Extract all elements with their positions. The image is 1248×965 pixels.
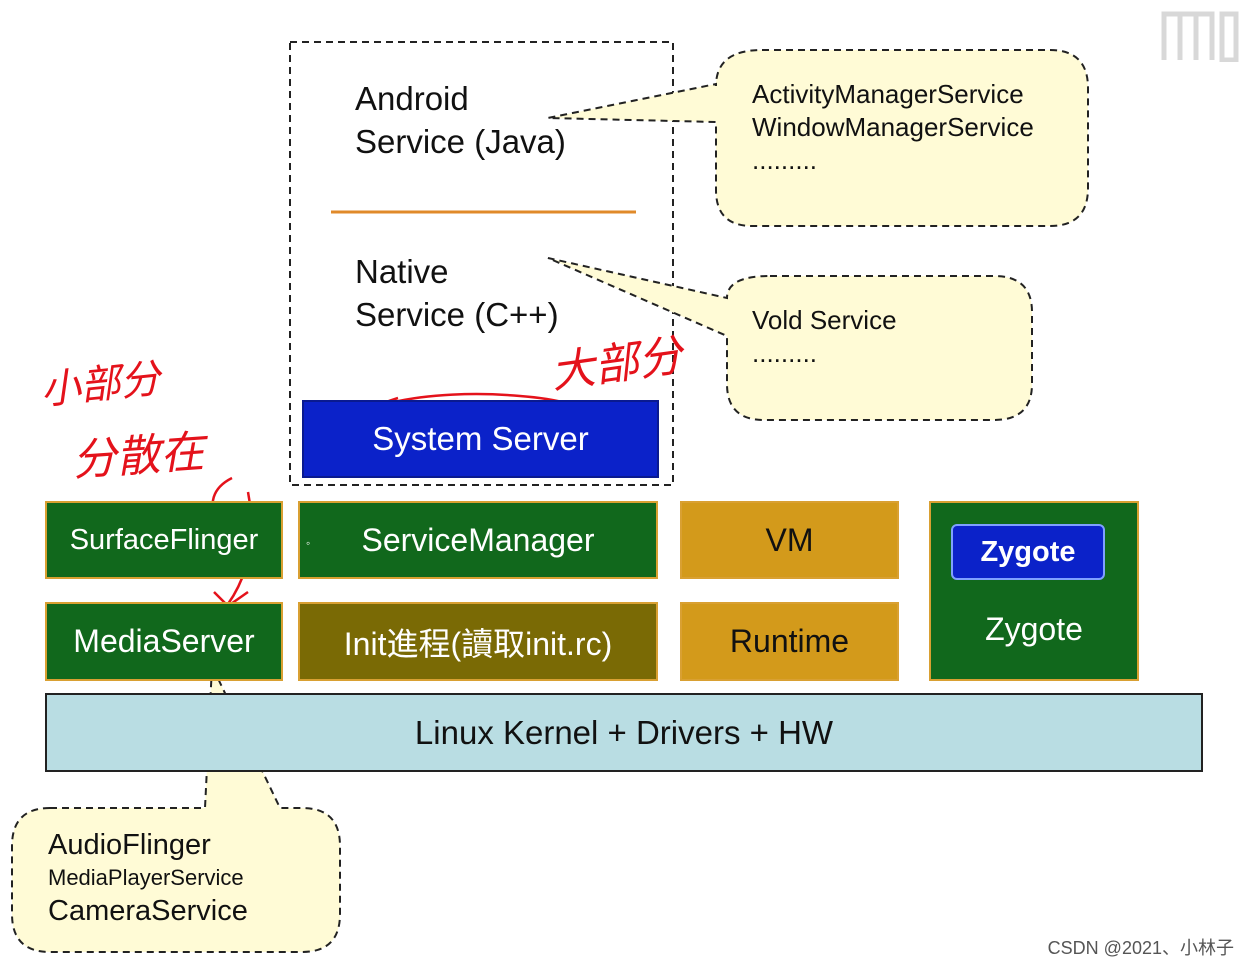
vm-label: VM <box>765 521 814 558</box>
vold-service: Vold Service <box>752 305 897 335</box>
zygote-badge-label: Zygote <box>980 535 1076 568</box>
mediaserver-label: MediaServer <box>73 623 255 659</box>
watermark-text: CSDN @2021、小林子 <box>1047 938 1234 958</box>
services-container <box>289 41 674 486</box>
handwritten-scattered-in: 分散在 <box>70 426 206 487</box>
linux-kernel-box: Linux Kernel + Drivers + HW <box>45 693 1203 772</box>
android-service-line2: Service (Java) <box>355 123 566 160</box>
camera-service: CameraService <box>48 895 248 927</box>
callout-java-ellipsis: ......... <box>752 145 818 175</box>
native-service-line1: Native <box>355 253 449 290</box>
mediaplayer-service: MediaPlayerService <box>48 865 244 890</box>
linux-kernel-label: Linux Kernel + Drivers + HW <box>414 713 834 751</box>
callout-java-text: ActivityManagerService WindowManagerServ… <box>752 78 1034 177</box>
init-process-label: Init進程(讀取init.rc) <box>343 625 613 662</box>
bullet-dot-icon: ◦ <box>306 536 311 550</box>
zygote-label: Zygote <box>985 611 1083 647</box>
activity-manager-service: ActivityManagerService <box>752 79 1024 109</box>
init-process-box: Init進程(讀取init.rc) <box>298 602 658 681</box>
callout-native-bubble <box>547 257 1033 421</box>
system-server-label: System Server <box>372 420 589 457</box>
audioflinger-service: AudioFlinger <box>48 829 211 861</box>
callout-media-bubble <box>11 665 341 953</box>
android-service-label: Android Service (Java) <box>355 77 566 163</box>
runtime-label: Runtime <box>729 623 850 659</box>
zygote-box: Zygote Zygote <box>929 501 1139 681</box>
callout-native-text: Vold Service ......... <box>752 304 897 370</box>
callout-java-bubble <box>547 49 1089 227</box>
corner-logo-icon <box>1161 11 1239 62</box>
android-service-line1: Android <box>355 80 469 117</box>
native-service-label: Native Service (C++) <box>355 250 559 336</box>
vm-box: VM <box>680 501 899 579</box>
callout-native-ellipsis: ......... <box>752 338 818 368</box>
runtime-box: Runtime <box>680 602 899 681</box>
window-manager-service: WindowManagerService <box>752 112 1034 142</box>
surfaceflinger-box: SurfaceFlinger <box>45 501 283 579</box>
surfaceflinger-label: SurfaceFlinger <box>69 523 259 556</box>
native-service-line2: Service (C++) <box>355 296 559 333</box>
system-server-box: System Server <box>302 400 659 478</box>
servicemanager-label: ServiceManager <box>361 521 595 558</box>
mediaserver-box: MediaServer <box>45 602 283 681</box>
callout-media-text: AudioFlinger MediaPlayerService CameraSe… <box>48 827 248 929</box>
zygote-badge: Zygote <box>951 524 1105 580</box>
servicemanager-box: ◦ ServiceManager <box>298 501 658 579</box>
